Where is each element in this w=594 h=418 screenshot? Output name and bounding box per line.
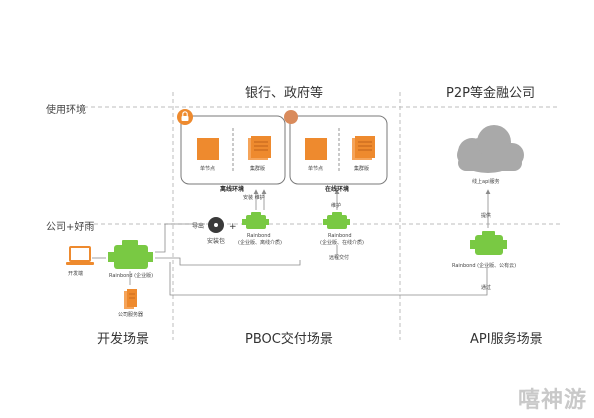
engine-icon-offline (242, 212, 269, 229)
server-icon (124, 289, 137, 309)
scene-api: API服务场景 (470, 332, 543, 347)
online-single-node-label: 单节点 (308, 166, 324, 172)
engine-icon-api (470, 231, 507, 255)
lock-icon (177, 109, 193, 125)
zone-prod-env: 使用环境 (46, 105, 86, 116)
api-provide-label: 提供 (481, 213, 492, 219)
company-server-label: 公司服务器 (118, 312, 144, 318)
offline-cluster-label: 集群版 (250, 166, 266, 172)
offline-single-node-label: 单节点 (200, 166, 216, 172)
dev-end-label: 开发端 (68, 271, 84, 277)
dev-rainbond-label: Rainbond (企业版) (109, 273, 154, 279)
watermark: 嘻神游 (518, 388, 588, 413)
online-cluster-icon (352, 136, 375, 160)
online-single-node-icon (305, 138, 327, 160)
online-env-title: 在线环境 (325, 186, 350, 193)
offline-rainbond-sub: (企业版、离线介质) (238, 240, 282, 246)
offline-rainbond-label: Rainbond (247, 233, 271, 239)
cloud-icon (457, 125, 524, 173)
online-maintain: 维护 (331, 203, 342, 209)
engine-icon-dev (108, 240, 153, 269)
engine-icon-online (323, 212, 350, 229)
dev-to-installer (155, 223, 205, 253)
online-badge-icon (284, 110, 298, 124)
svg-text:+: + (229, 222, 237, 232)
online-rainbond-label: Rainbond (328, 233, 352, 239)
laptop-icon (66, 246, 94, 265)
disk-icon (208, 217, 224, 233)
offline-install-maintain: 安装 维护 (243, 195, 265, 201)
offline-cluster-icon (248, 136, 271, 160)
online-env-box (289, 115, 388, 185)
api-rainbond-label: Rainbond (企业版、公有云) (452, 263, 517, 269)
online-rainbond-sub: (企业版、在线介质) (320, 240, 364, 246)
column-bank-gov: 银行、政府等 (245, 86, 324, 101)
offline-single-node-icon (197, 138, 219, 160)
dev-to-api (169, 262, 488, 296)
guide-label: 导出 (192, 223, 205, 230)
installer-label: 安装包 (207, 238, 226, 245)
api-online-service-label: 线上api服务 (472, 179, 500, 185)
api-via-label: 通过 (481, 285, 492, 291)
zone-company: 公司+好雨 (46, 222, 95, 233)
scene-dev: 开发场景 (97, 332, 150, 347)
scene-pboc: PBOC交付场景 (245, 332, 333, 347)
dev-to-guide (155, 257, 301, 266)
offline-env-title: 离线环境 (220, 186, 245, 193)
online-cluster-label: 集群版 (354, 166, 370, 172)
remote-delivery-label: 远程交付 (329, 255, 350, 261)
column-p2p: P2P等金融公司 (446, 86, 535, 101)
